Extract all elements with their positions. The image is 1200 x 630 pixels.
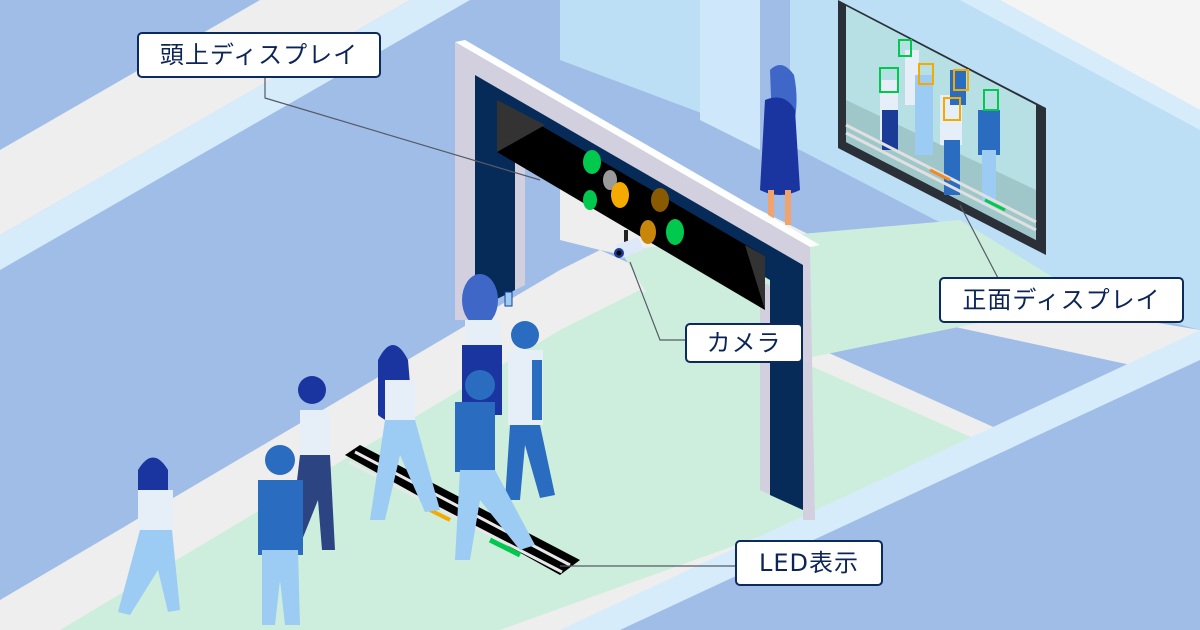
label-camera: カメラ (685, 323, 803, 363)
face-detection-boxes (879, 39, 999, 121)
front-display-floor-lines (845, 123, 1037, 232)
person-behind-gate (760, 65, 800, 225)
person-woman-left (118, 457, 180, 615)
person-man-front (258, 445, 303, 625)
label-front-display: 正面ディスプレイ (939, 277, 1184, 323)
front-display-people (880, 50, 1000, 205)
label-led-display: LED表示 (735, 540, 883, 586)
leader-lines (264, 77, 999, 567)
leader-overhead-display (264, 77, 541, 181)
pedestrian-group (118, 274, 555, 625)
front-display (838, 0, 1046, 255)
person-woman-long-hair (370, 345, 440, 520)
gate-arch (455, 40, 820, 520)
leader-camera (629, 261, 685, 341)
leader-front-display (959, 204, 999, 279)
overhead-display-figures (583, 150, 684, 245)
label-overhead-display: 頭上ディスプレイ (137, 32, 381, 78)
person-man-blue-shirt (455, 370, 535, 560)
security-camera-icon (614, 230, 644, 258)
person-man-white-shirt (505, 321, 555, 500)
